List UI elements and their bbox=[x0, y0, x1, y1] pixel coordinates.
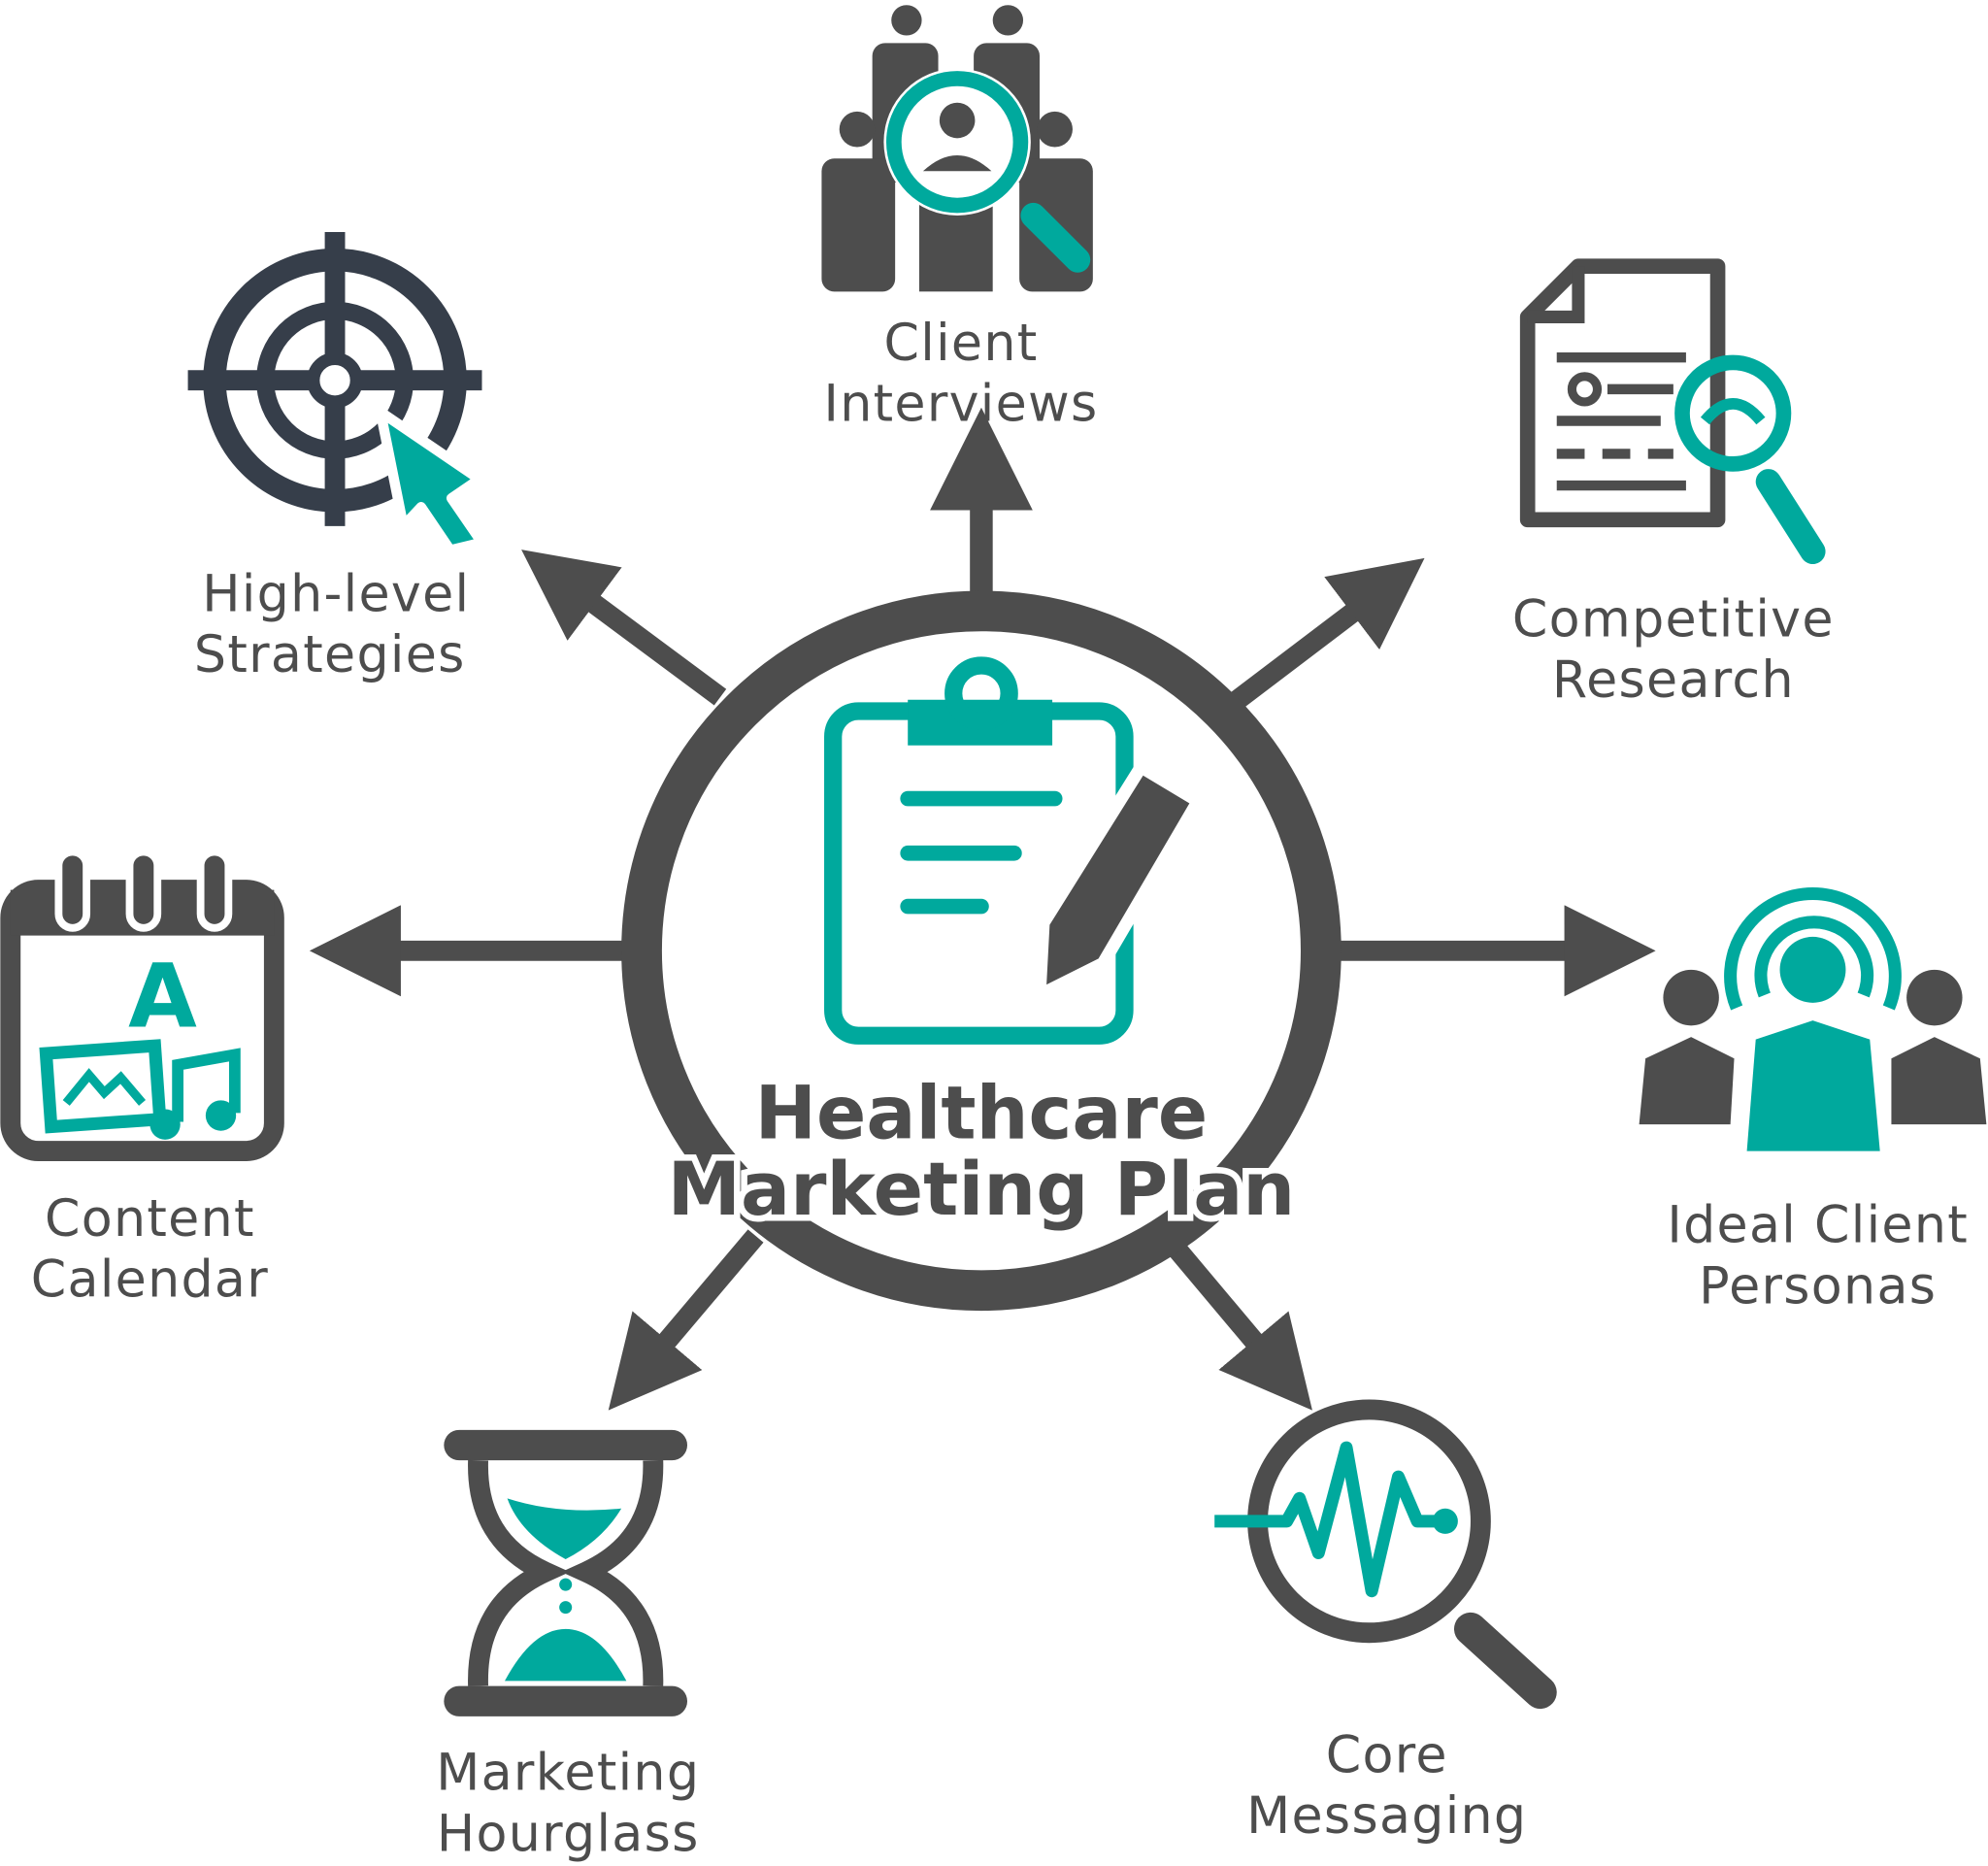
node-marketing-hourglass: Marketing Hourglass bbox=[436, 1429, 700, 1863]
clipboard-pencil-icon bbox=[824, 656, 1208, 1045]
document-magnifier-icon bbox=[1519, 258, 1826, 565]
pulse-magnifier-icon bbox=[1214, 1399, 1557, 1710]
arrow-upper-right bbox=[1230, 557, 1425, 710]
label-client-interviews-line2: Interviews bbox=[824, 375, 1099, 433]
label-high-level-strategies-line1: High-level bbox=[202, 565, 470, 623]
arrow-lower-right bbox=[1169, 1242, 1312, 1411]
hourglass-icon bbox=[444, 1429, 688, 1716]
label-marketing-hourglass-line2: Hourglass bbox=[437, 1805, 700, 1863]
label-core-messaging-line2: Messaging bbox=[1246, 1787, 1527, 1846]
target-cursor-icon bbox=[187, 231, 487, 555]
arrow-upper-left bbox=[521, 550, 727, 706]
center-ring bbox=[621, 590, 1342, 1312]
node-ideal-client-personas: Ideal Client Personas bbox=[1639, 887, 1987, 1316]
node-core-messaging: Core Messaging bbox=[1214, 1399, 1557, 1846]
calendar-icon: A bbox=[0, 848, 284, 1162]
center-title-line1: Healthcare bbox=[755, 1071, 1209, 1156]
center-title-line2: Marketing Plan bbox=[668, 1147, 1296, 1232]
label-content-calendar-line2: Calendar bbox=[31, 1251, 269, 1310]
node-high-level-strategies: High-level Strategies bbox=[187, 231, 487, 684]
arrow-lower-left bbox=[608, 1229, 764, 1411]
label-competitive-research-line1: Competitive bbox=[1512, 590, 1835, 649]
label-client-interviews-line1: Client bbox=[884, 315, 1039, 373]
label-ideal-client-personas-line2: Personas bbox=[1699, 1257, 1937, 1316]
svg-text:A: A bbox=[128, 945, 197, 1049]
label-high-level-strategies-line2: Strategies bbox=[194, 626, 466, 684]
persona-signal-icon bbox=[1639, 887, 1987, 1151]
label-content-calendar-line1: Content bbox=[45, 1190, 255, 1249]
label-competitive-research-line2: Research bbox=[1552, 651, 1795, 710]
label-core-messaging-line1: Core bbox=[1326, 1726, 1448, 1784]
node-competitive-research: Competitive Research bbox=[1512, 258, 1835, 710]
arrows bbox=[309, 407, 1656, 1411]
node-client-interviews: Client Interviews bbox=[821, 5, 1099, 433]
people-magnifier-icon bbox=[821, 5, 1093, 292]
node-content-calendar: A Content Calendar bbox=[0, 848, 284, 1310]
center-hub: Healthcare Marketing Plan bbox=[621, 590, 1342, 1312]
label-marketing-hourglass-line1: Marketing bbox=[436, 1745, 700, 1803]
label-ideal-client-personas-line1: Ideal Client bbox=[1667, 1197, 1969, 1255]
